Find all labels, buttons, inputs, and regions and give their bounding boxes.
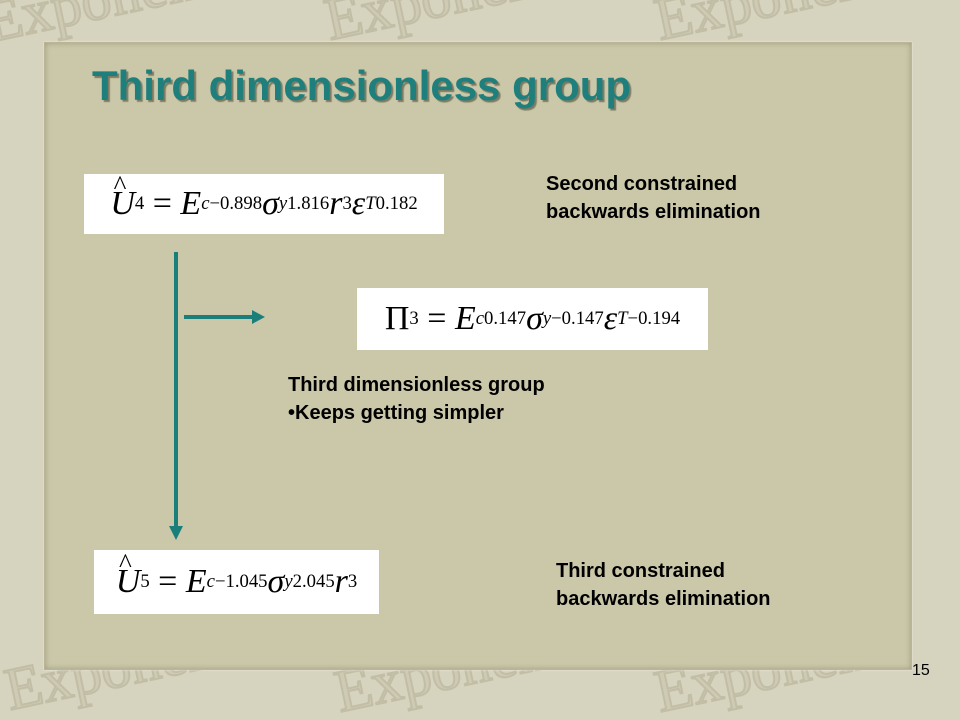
eq1-sigma-sub: y (278, 193, 288, 214)
slide-title: Third dimensionless group (92, 62, 632, 109)
eq2-eps-exp: −0.194 (627, 308, 681, 329)
eq2-lhs-symbol: Π (384, 300, 410, 337)
equation-u5: U5 = Ec−1.045 σy2.045 r3 (94, 548, 379, 614)
eq1-lhs-sub: 4 (134, 193, 145, 214)
eq2-sigma-sub: y (542, 308, 552, 329)
equation-u4: U4 = Ec−0.898 σy1.816 r3 εT0.182 (84, 170, 444, 234)
label-third-group-line1: Third dimensionless group (288, 374, 545, 396)
eq3-sigma-sub: y (284, 571, 293, 592)
eq3-e-sub: c (206, 571, 215, 592)
label-third-group: Third dimensionless group •Keeps getting… (288, 371, 545, 427)
eq3-sigma-exp: 2.045 (292, 571, 335, 592)
page-number: 15 (912, 662, 930, 679)
label-third-line2: backwards elimination (556, 588, 771, 610)
eq2-e-exp: 0.147 (484, 308, 527, 329)
label-third-constrained: Third constrained backwards elimination (556, 557, 771, 613)
eq2-sigma-exp: −0.147 (551, 308, 604, 329)
down-arrow-head-icon (169, 526, 183, 540)
eq1-sigma-exp: 1.816 (287, 193, 330, 214)
eq1-eps-sub: T (365, 193, 376, 214)
eq2-lhs-sub: 3 (409, 308, 419, 329)
right-arrow-head-icon (252, 310, 265, 324)
label-second-line2: backwards elimination (546, 201, 761, 223)
eq3-r-exp: 3 (347, 571, 358, 592)
eq1-e-exp: −0.898 (209, 193, 263, 214)
label-second-line1: Second constrained (546, 173, 738, 195)
eq2-eps-sub: T (617, 308, 628, 329)
eq1-r-exp: 3 (342, 193, 352, 214)
eq3-lhs-sub: 5 (140, 571, 150, 592)
eq3-e-exp: −1.045 (214, 571, 268, 592)
label-second-constrained: Second constrained backwards elimination (546, 170, 761, 226)
eq1-eps-exp: 0.182 (375, 193, 418, 214)
eq2-e-sub: c (475, 308, 485, 329)
label-third-group-bullet: •Keeps getting simpler (288, 402, 504, 424)
eq1-e-sub: c (201, 193, 210, 214)
label-third-line1: Third constrained (556, 560, 725, 582)
